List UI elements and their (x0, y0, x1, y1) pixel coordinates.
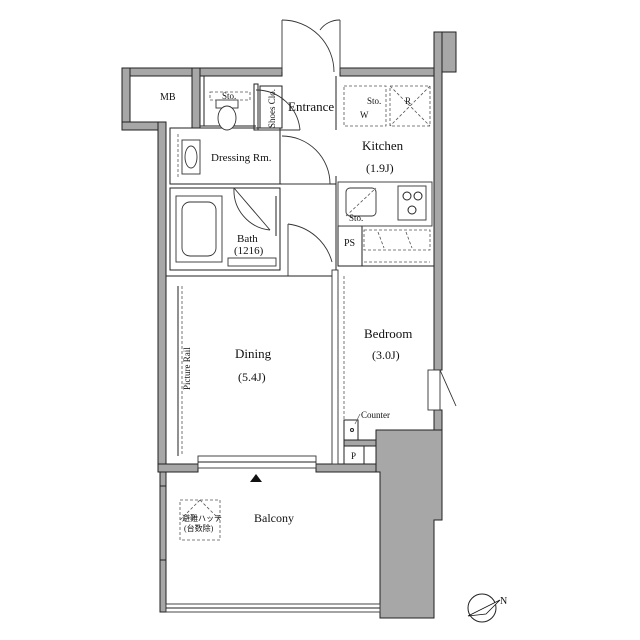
bathtub-icon (175, 195, 277, 267)
label-storage-kitchen: Sto. (367, 96, 381, 106)
label-entrance: Entrance (288, 99, 334, 114)
label-dressing: Dressing Rm. (211, 152, 272, 164)
label-bedroom: Bedroom (364, 326, 412, 341)
label-balcony: Balcony (254, 511, 294, 525)
washer-icon (343, 85, 387, 127)
label-hatch-1: 避難ハッチ (182, 513, 222, 523)
label-bedroom-size: (3.0J) (372, 348, 400, 362)
label-counter: Counter (361, 410, 390, 420)
label-washer: W (360, 110, 369, 120)
fixtures (175, 85, 433, 541)
label-mb: MB (160, 92, 176, 103)
label-bath-size: (1216) (234, 245, 264, 257)
label-fridge: R (405, 96, 411, 106)
label-kitchen-size: (1.9J) (366, 161, 394, 175)
cooktop-icon (397, 185, 427, 221)
label-storage-cooktop: Sto. (349, 213, 363, 223)
label-shoes-closet: Shoes Clo. (267, 89, 277, 128)
label-dining: Dining (235, 346, 272, 361)
partitions (166, 75, 434, 465)
compass-north-label: N (500, 596, 507, 607)
label-kitchen: Kitchen (362, 138, 404, 153)
doors (197, 19, 457, 482)
label-bath: Bath (237, 233, 258, 245)
labels: MB Sto. Shoes Clo. Entrance Sto. W R Kit… (160, 89, 412, 533)
fridge-icon (389, 85, 431, 127)
label-storage-toilet: Sto. (222, 91, 236, 101)
label-p: P (351, 451, 356, 461)
sink-icon (181, 139, 201, 175)
label-picture-rail: Picture Rail (182, 347, 192, 390)
hatch-icon (179, 499, 221, 541)
walls (121, 31, 457, 619)
label-dining-size: (5.4J) (238, 370, 266, 384)
label-hatch-2: (台数除) (184, 523, 214, 533)
label-ps: PS (344, 238, 355, 249)
compass-icon: N (467, 593, 507, 623)
